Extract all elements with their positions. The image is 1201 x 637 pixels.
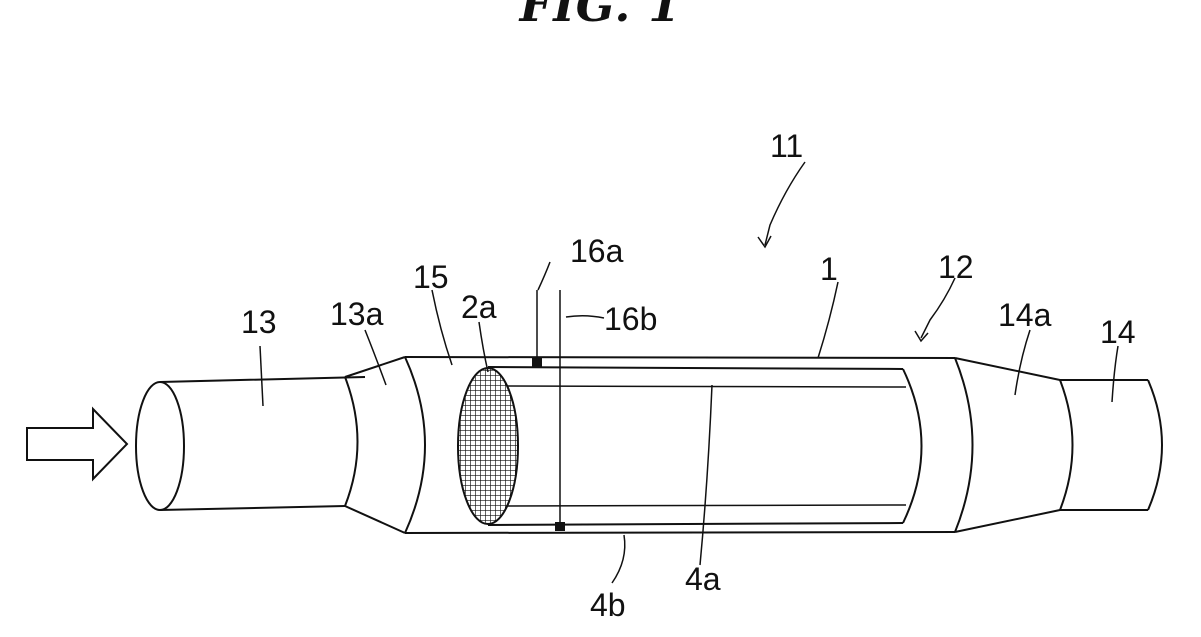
label-13: 13 — [241, 304, 277, 340]
outlet-pipe — [1060, 380, 1162, 510]
inlet-cone — [345, 357, 405, 533]
label-15: 15 — [413, 259, 449, 295]
label-16b: 16b — [604, 301, 657, 337]
label-12: 12 — [938, 249, 974, 285]
inflow-arrow — [27, 409, 127, 479]
label-14: 14 — [1100, 314, 1136, 350]
figure-title: FIG. 1 — [0, 0, 1201, 32]
label-13a: 13a — [330, 296, 384, 332]
label-2a: 2a — [461, 289, 497, 325]
sensors — [532, 290, 565, 531]
label-11: 11 — [770, 128, 803, 164]
leader-lines — [260, 162, 1118, 583]
label-14a: 14a — [998, 297, 1052, 333]
mesh-inlet-face — [458, 368, 518, 524]
label-1: 1 — [820, 251, 838, 287]
reference-labels: 11 16a 1 12 15 2a 16b 13 13a 14a 14 4b 4… — [241, 128, 1136, 623]
inlet-pipe — [136, 377, 365, 510]
label-16a: 16a — [570, 233, 624, 269]
label-4b: 4b — [590, 587, 626, 623]
label-4a: 4a — [685, 561, 721, 597]
